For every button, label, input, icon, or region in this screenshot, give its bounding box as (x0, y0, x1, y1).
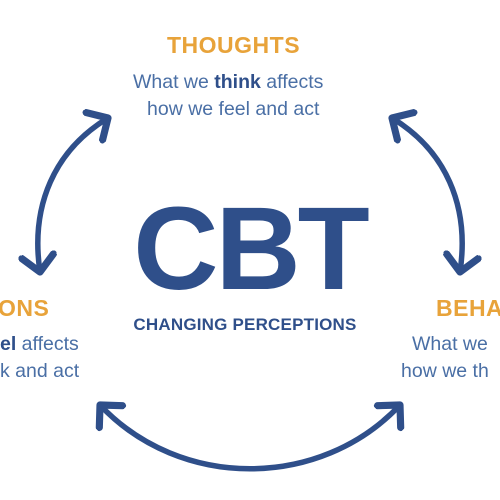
arrow-thoughts-behaviours-icon (392, 118, 462, 272)
cbt-subtitle: CHANGING PERCEPTIONS (133, 315, 357, 334)
arrow-emotions-behaviours-icon (100, 405, 400, 472)
thoughts-line1-end: affects (260, 71, 324, 93)
behaviours-description-line1: What we (412, 333, 488, 355)
behaviours-heading: BEHA (436, 295, 500, 321)
emotions-description-line1: el affects (0, 332, 79, 357)
thoughts-description-line1: What we think affects (133, 70, 323, 95)
emotions-line1-end: affects (16, 333, 79, 355)
thoughts-heading: THOUGHTS (167, 32, 301, 58)
thoughts-line1-start: What we (133, 71, 215, 93)
emotions-description-line2: k and act (0, 360, 80, 382)
emotions-line1-bold: el (0, 333, 17, 355)
behaviours-description-line2: how we th (401, 360, 489, 382)
cbt-title: CBT (133, 183, 370, 315)
arrow-thoughts-emotions-icon (38, 118, 108, 272)
thoughts-description-line2: how we feel and act (147, 98, 320, 120)
emotions-heading: ONS (0, 295, 50, 321)
thoughts-line1-bold: think (214, 71, 261, 93)
